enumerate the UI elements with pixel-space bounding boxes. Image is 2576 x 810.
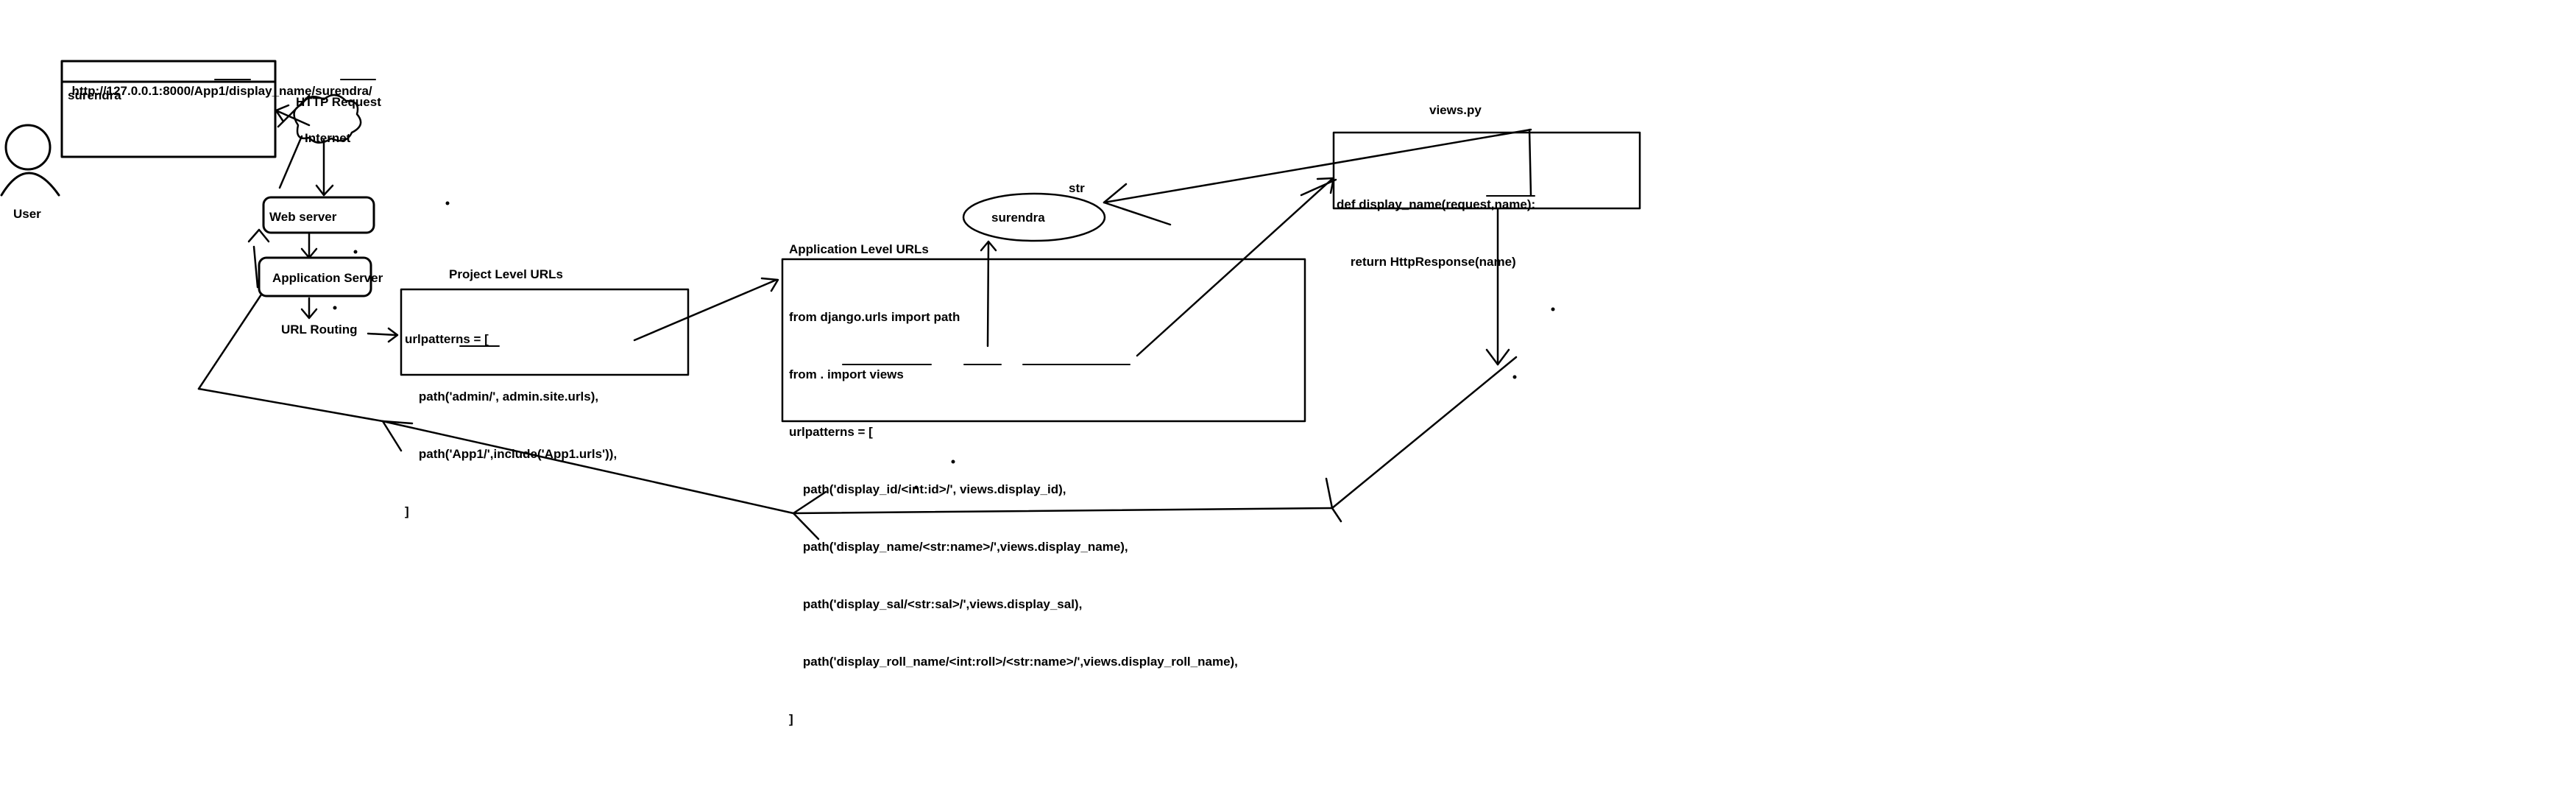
url-part-sep: / <box>225 84 229 98</box>
user-icon <box>0 124 60 197</box>
user-label: User <box>13 207 41 221</box>
code-line: def display_name(request,name): <box>1337 197 1536 211</box>
url-part-app: App1 <box>194 84 226 98</box>
code-line: path('display_roll_name/<int:roll>/<str:… <box>789 655 1238 669</box>
code-line: path('admin/', admin.site.urls), <box>405 390 599 404</box>
internet-label: Internet <box>305 131 351 145</box>
surendra-value: surendra <box>991 211 1045 225</box>
code-line: urlpatterns = [ <box>405 332 489 346</box>
project-urls-code: urlpatterns = [ path('admin/', admin.sit… <box>405 292 617 540</box>
code-line: ] <box>405 504 409 518</box>
url-part-host: http://127.0.0.1:8000/ <box>71 84 194 98</box>
str-label: str <box>1069 181 1085 195</box>
web-server-box <box>262 196 375 234</box>
browser-content: surendra <box>68 88 121 102</box>
url-routing-label: URL Routing <box>281 323 358 337</box>
app-urls-box <box>781 258 1306 423</box>
stray-dots <box>333 201 1555 490</box>
app-urls-title: Application Level URLs <box>789 242 929 256</box>
project-urls-box <box>400 288 690 376</box>
browser-window <box>60 60 277 158</box>
code-line: from . import views <box>789 367 904 381</box>
code-line: return HttpResponse(name) <box>1337 255 1516 269</box>
views-box <box>1332 131 1641 210</box>
app-urls-code: from django.urls import path from . impo… <box>789 270 1238 748</box>
code-line: path('display_sal/<str:sal>/',views.disp… <box>789 597 1083 611</box>
views-code: def display_name(request,name): return H… <box>1337 157 1535 291</box>
web-server-label: Web server <box>269 210 337 224</box>
code-line: path('display_id/<int:id>/', views.displ… <box>789 482 1066 496</box>
project-urls-title: Project Level URLs <box>449 267 563 281</box>
url-part-arg: /surendra/ <box>311 84 372 98</box>
url-part-view: display_name <box>229 84 312 98</box>
code-line: path('App1/',include('App1.urls')), <box>405 447 618 461</box>
app-server-label: Application Server <box>272 271 383 285</box>
browser-url[interactable]: http://127.0.0.1:8000/App1/display_name/… <box>65 63 372 101</box>
http-request-label: HTTP Request <box>296 95 381 109</box>
views-title: views.py <box>1429 103 1482 117</box>
app-server-box <box>258 256 372 297</box>
flow-arrows <box>197 94 1532 540</box>
code-line: from django.urls import path <box>789 310 960 324</box>
code-line: urlpatterns = [ <box>789 425 873 439</box>
code-line: ] <box>789 712 793 726</box>
code-line: path('display_name/<str:name>/',views.di… <box>789 540 1128 554</box>
str-value-ellipse <box>962 192 1106 242</box>
